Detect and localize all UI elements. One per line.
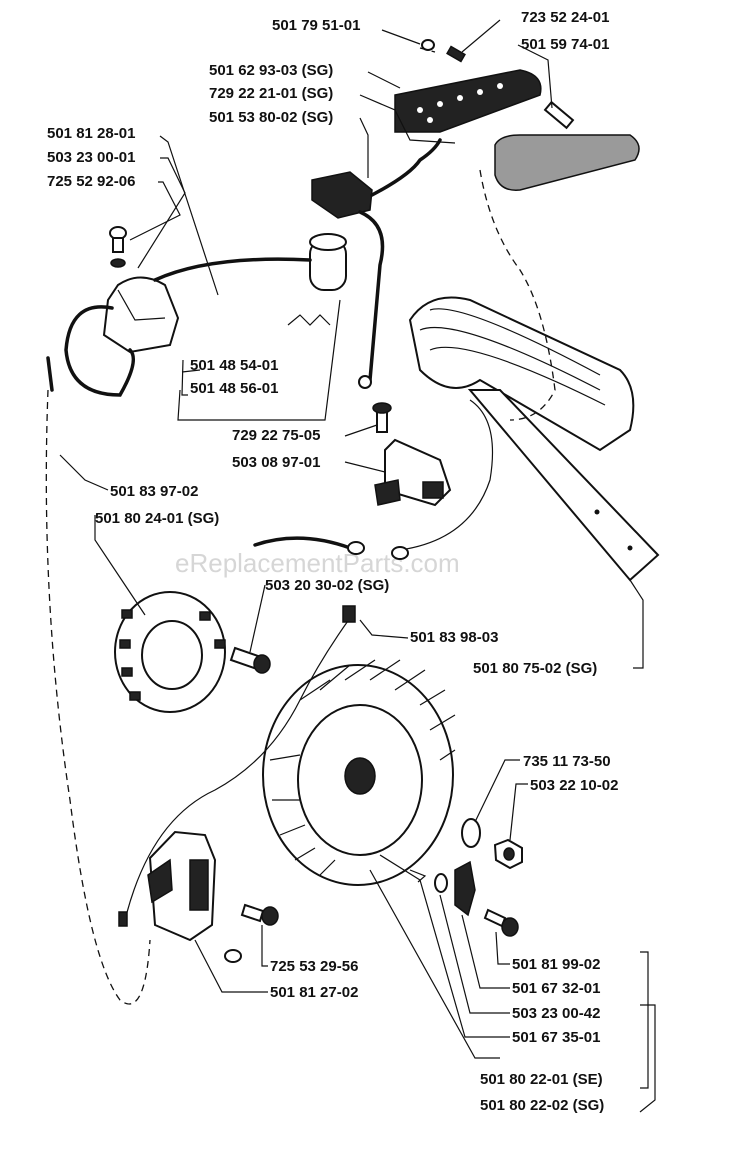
wire-end-left: [46, 356, 54, 392]
ground-ring: [358, 375, 372, 389]
label-501802401: 501 80 24-01 (SG): [95, 510, 219, 527]
ignition-coil-lower: [147, 830, 242, 963]
label-501802201: 501 80 22-01 (SE): [480, 1071, 603, 1088]
starter-pawl: [409, 860, 476, 917]
washer: [421, 39, 435, 51]
label-501629303: 501 62 93-03 (SG): [209, 62, 333, 79]
wire-long: [124, 617, 351, 921]
wire-terminal-lower: [118, 911, 128, 927]
watermark-text: eReplacementParts.com: [175, 548, 460, 578]
label-735117350: 735 11 73-50: [523, 753, 611, 770]
dashed-wire-heater: [479, 169, 556, 421]
label-723522401: 723 52 24-01: [521, 9, 609, 26]
terminal-stator: [347, 541, 365, 555]
screw-top: [446, 45, 466, 63]
wire-coil-plug: [153, 257, 312, 282]
flywheel-washer: [461, 818, 481, 848]
heater-cover: [494, 134, 640, 191]
label-503230042: 503 23 00-42: [512, 1005, 600, 1022]
flywheel-nut: [493, 838, 523, 870]
label-725532956: 725 53 29-56: [270, 958, 358, 975]
switch-connector: [311, 171, 373, 219]
ignition-module-upper: [102, 276, 180, 354]
label-501485401: 501 48 54-01: [190, 357, 278, 374]
label-729222101: 729 22 21-01 (SG): [209, 85, 333, 102]
wire-switch-handle: [399, 399, 494, 551]
flywheel: [262, 659, 456, 886]
wire-stator: [253, 536, 352, 550]
wire-switch-ground: [358, 210, 385, 382]
label-501807502: 501 80 75-02 (SG): [473, 660, 597, 677]
stator-plate: [114, 591, 226, 713]
leader-lines: [59, 19, 656, 1113]
dashed-washer: [419, 47, 436, 53]
label-501839702: 501 83 97-02: [110, 483, 198, 500]
label-501812801: 501 81 28-01: [47, 125, 135, 142]
label-501795101: 501 79 51-01: [272, 17, 360, 34]
label-501485601: 501 48 56-01: [190, 380, 278, 397]
label-503203002: 503 20 30-02 (SG): [265, 577, 389, 594]
contact-spring: [287, 314, 331, 326]
pin: [543, 100, 575, 130]
label-501812702: 501 81 27-02: [270, 984, 358, 1001]
label-501673501: 501 67 35-01: [512, 1029, 600, 1046]
pawl-screw: [483, 908, 519, 937]
terminal-switch: [391, 546, 409, 560]
label-501597401: 501 59 74-01: [521, 36, 609, 53]
coil-screw-lower: [240, 903, 279, 926]
label-725529206: 725 52 92-06: [47, 173, 135, 190]
wire-heater: [370, 138, 442, 197]
ignition-switch: [372, 402, 452, 507]
label-501673201: 501 67 32-01: [512, 980, 600, 997]
dashed-wire-left: [45, 389, 151, 1005]
label-503089701: 503 08 97-01: [232, 454, 320, 471]
wire-terminal: [342, 605, 356, 623]
handlebar: [408, 296, 660, 582]
heater-element-plate: [394, 69, 542, 133]
label-503221002: 503 22 10-02: [530, 777, 618, 794]
label-501802202: 501 80 22-02 (SG): [480, 1097, 604, 1114]
stator-screw: [229, 646, 271, 674]
label-501538002: 501 53 80-02 (SG): [209, 109, 333, 126]
label-729227505: 729 22 75-05: [232, 427, 320, 444]
wire-coil-loop: [64, 305, 136, 397]
label-501819902: 501 81 99-02: [512, 956, 600, 973]
coil-screw: [109, 226, 127, 268]
label-501839803: 501 83 98-03: [410, 629, 498, 646]
spark-plug-boot: [309, 233, 347, 291]
label-503230001: 503 23 00-01: [47, 149, 135, 166]
